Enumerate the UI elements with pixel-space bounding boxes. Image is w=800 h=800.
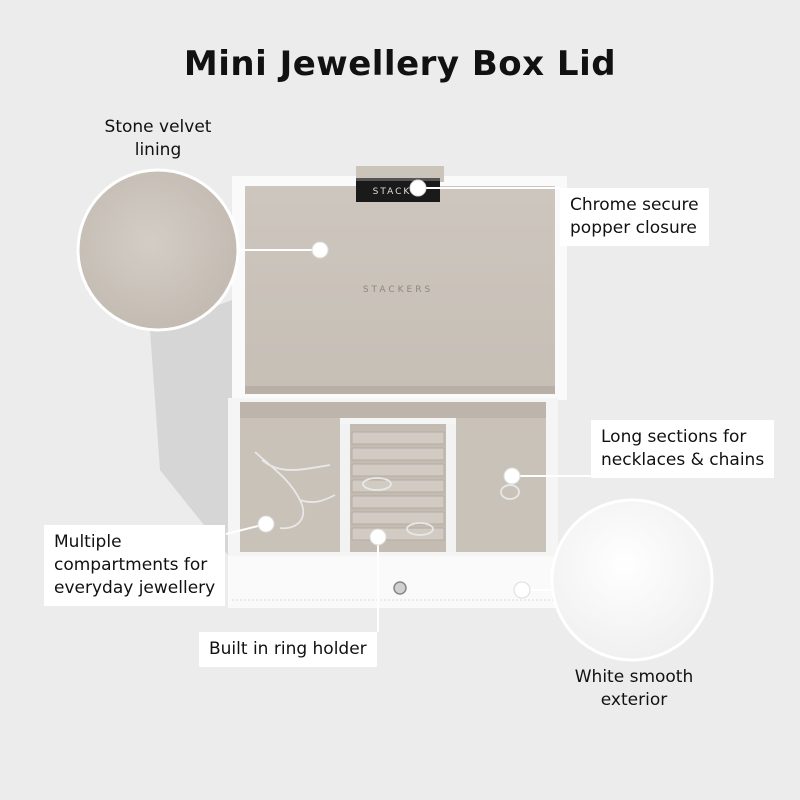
label-line: compartments for (54, 555, 208, 575)
exterior-zoom-circle (550, 498, 714, 662)
velvet-marker-dot (311, 241, 329, 259)
ring-holder-marker-dot (369, 528, 387, 546)
stone-velvet-label: Stone velvet lining (88, 116, 228, 162)
label-line: White smooth (574, 667, 694, 687)
velvet-zoom-circle (76, 168, 240, 332)
ring-rolls (351, 431, 445, 541)
long-section-marker-dot (503, 467, 521, 485)
jewellery-box-base (228, 398, 558, 608)
exterior-marker-dot (513, 581, 531, 599)
clasp-brand-text: STACK (373, 187, 412, 197)
label-line: Stone velvet (104, 117, 212, 137)
label-line: Chrome secure (570, 195, 699, 215)
chrome-clasp: STACK (356, 166, 444, 202)
label-line: Multiple (54, 532, 122, 552)
callout-dots (257, 179, 531, 599)
jewellery-box-lid (232, 176, 567, 400)
multiple-compartments-label: Multiple compartments for everyday jewel… (44, 525, 226, 606)
long-sections-label: Long sections for necklaces & chains (591, 420, 775, 478)
front-popper (393, 581, 407, 595)
label-line: Long sections for (601, 427, 747, 447)
page-title: Mini Jewellery Box Lid (183, 44, 617, 84)
label-line: necklaces & chains (601, 450, 765, 470)
jewellery-items (254, 451, 520, 536)
label-line: exterior (600, 690, 668, 710)
label-line: popper closure (570, 218, 697, 238)
label-line: everyday jewellery (54, 578, 216, 598)
white-exterior-label: White smooth exterior (558, 666, 710, 712)
chrome-closure-label: Chrome secure popper closure (560, 188, 709, 246)
label-line: lining (134, 140, 182, 160)
box-shadow (150, 300, 232, 560)
ring-holder-label: Built in ring holder (199, 632, 377, 667)
lid-brand-text: STACKERS (363, 285, 433, 295)
clasp-marker-dot (409, 179, 427, 197)
compartment-marker-dot (257, 515, 275, 533)
